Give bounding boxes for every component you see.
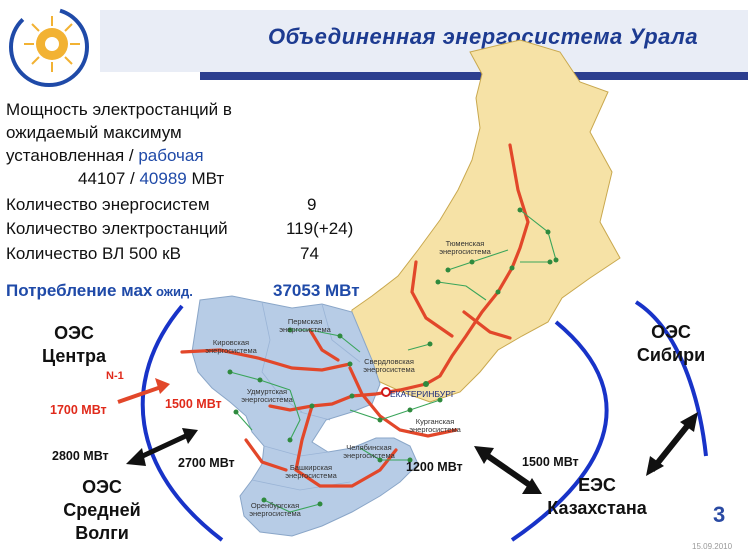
region-kazakhstan: ЕЭС Казахстана	[534, 474, 660, 520]
map-label-sverdlovsk-1: Свердловская	[364, 357, 414, 366]
map-label-kirov-2: энергосистема	[205, 346, 257, 355]
header-stripe	[200, 72, 748, 80]
plants-value: 119(+24)	[286, 219, 354, 238]
map-label-orenburg-2: энергосистема	[249, 509, 301, 518]
region-center-line-2: Центра	[41, 346, 107, 366]
arrow-kazakhstan-icon	[474, 446, 542, 494]
consumption-text: Потребление мах	[6, 281, 153, 300]
lines-label: Количество ВЛ 500 кВ	[6, 244, 181, 263]
region-siberia-line-1: ОЭС	[651, 322, 691, 342]
consumption-label: Потребление мах ожид.	[6, 281, 193, 301]
map-label-tyumen-2: энергосистема	[439, 247, 491, 256]
map-label-kurgan-2: энергосистема	[409, 425, 461, 434]
arc-right	[510, 320, 609, 542]
arrow-volga-icon	[126, 428, 198, 466]
map-label-perm-2: энергосистема	[279, 325, 331, 334]
header-band	[100, 10, 748, 72]
map-label-udmurt-2: энергосистема	[241, 395, 293, 404]
footer-date: 15.09.2010	[692, 542, 733, 551]
map-label-tyumen-1: Тюменская	[445, 239, 485, 248]
stats-line-2: ожидаемый максимум	[6, 123, 182, 142]
plants-label: Количество электростанций	[6, 219, 228, 238]
flow-volga-right: 2700 МВт	[178, 456, 235, 470]
consumption-value: 37053 МВт	[273, 281, 360, 300]
region-volga-line-2: Средней	[63, 500, 141, 520]
flow-kaz-right: 1500 МВт	[522, 455, 579, 469]
flow-n1: N-1	[106, 370, 124, 382]
region-volga-line-1: ОЭС	[82, 477, 122, 497]
installed-label: установленная /	[6, 146, 139, 165]
region-kazakhstan-line-2: Казахстана	[547, 498, 647, 518]
map-region-tyumen	[349, 39, 621, 403]
map-label-chelyabinsk-2: энергосистема	[343, 451, 395, 460]
region-center-line-1: ОЭС	[54, 323, 94, 343]
systems-value: 9	[307, 195, 317, 214]
capacity-values: 44107 / 40989 МВт	[78, 169, 224, 189]
systems-label: Количество энергосистем	[6, 195, 210, 214]
capacity-sep: /	[125, 169, 140, 188]
arc-siberia	[634, 300, 708, 457]
region-kazakhstan-line-1: ЕЭС	[578, 475, 616, 495]
map-label-perm-1: Пермская	[287, 317, 323, 326]
map-label-kurgan-1: Курганская	[415, 417, 455, 426]
region-siberia: ОЭС Сибири	[628, 321, 714, 367]
map-label-udmurt-1: Удмуртская	[246, 387, 288, 396]
region-volga: ОЭС Средней Волги	[46, 476, 158, 545]
region-volga-line-3: Волги	[75, 523, 129, 543]
capacity-unit: МВт	[186, 169, 225, 188]
map-label-bashkir-2: энергосистема	[285, 471, 337, 480]
stats-line-1: Мощность электростанций в	[6, 100, 232, 119]
page-number: 3	[713, 502, 726, 527]
map-label-chelyabinsk-1: Челябинская	[346, 443, 392, 452]
map-label-orenburg-1: Оренбургская	[250, 501, 300, 510]
flow-kaz-left: 1200 МВт	[406, 460, 463, 474]
company-logo-icon	[9, 7, 89, 87]
flow-center-mid: 1500 МВт	[165, 397, 222, 411]
map-label-sverdlovsk-2: энергосистема	[363, 365, 415, 374]
installed-value: 44107	[78, 169, 126, 188]
arrow-siberia-icon	[646, 412, 698, 476]
ekaterinburg-marker-icon	[381, 387, 391, 397]
flow-center-red: 1700 МВт	[50, 403, 107, 417]
arrow-center-icon	[117, 378, 170, 404]
map-label-ekaterinburg: ЕКАТЕРИНБУРГ	[390, 389, 456, 399]
working-label: рабочая	[138, 146, 204, 165]
working-value: 40989	[139, 169, 187, 188]
page-title: Объединенная энергосистема Урала	[268, 24, 699, 49]
lines-value: 74	[300, 244, 319, 263]
region-siberia-line-2: Сибири	[636, 345, 706, 365]
stats-line-3: установленная / рабочая	[6, 146, 204, 166]
map-label-kirov-1: Кировская	[212, 338, 250, 347]
consumption-small: ожид.	[152, 284, 193, 299]
arc-left	[140, 304, 224, 542]
region-center: ОЭС Центра	[36, 322, 112, 368]
map-label-bashkir-1: Башкирская	[289, 463, 333, 472]
flow-volga-left: 2800 МВт	[52, 449, 109, 463]
